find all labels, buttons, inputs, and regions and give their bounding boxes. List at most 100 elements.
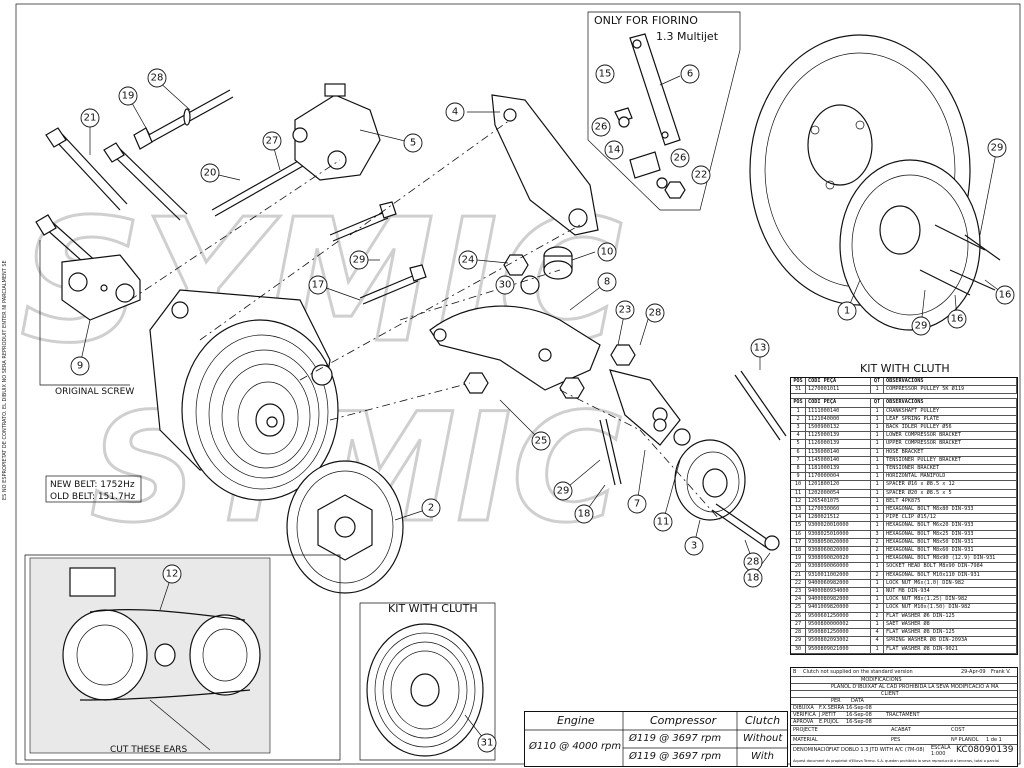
svg-text:26: 26 <box>595 122 608 133</box>
parts-cell-obs: SAET WASHER Ø8 <box>883 620 1017 630</box>
parts-cell-qt: 2 <box>870 538 884 548</box>
callout-24: 24 <box>458 250 478 270</box>
cut-ears-label: CUT THESE EARS <box>110 745 188 755</box>
parts-cell-obs: NUT M8 DIN-934 <box>883 587 1017 597</box>
parts-cell-obs: SPACER Ø16 x Ø8.5 x 12 <box>883 480 1017 490</box>
parts-cell-code: 9300020010000 <box>805 521 871 531</box>
engine-header: Engine <box>557 714 595 727</box>
kit-with-cluth-detail: KIT WITH CLUTH <box>359 602 496 761</box>
callout-26a: 26 <box>591 117 611 137</box>
pulley-ratio-table: Engine Compressor Clutch Ø110 @ 4000 rpm… <box>524 711 788 767</box>
callout-balloons: 28 19 21 27 5 20 4 6 15 26 14 26 22 29 2… <box>70 64 1015 753</box>
parts-cell-qt: 1 <box>870 439 884 449</box>
parts-cell-obs: HORIZONTAL MANIFOLD <box>883 472 1017 482</box>
parts-cell-obs: CRANKSHAFT PULLEY <box>883 407 1017 416</box>
callout-4: 4 <box>445 102 465 122</box>
svg-text:28: 28 <box>151 73 164 84</box>
callout-29a: 29 <box>987 138 1007 158</box>
svg-text:16: 16 <box>951 314 964 325</box>
svg-text:28: 28 <box>747 557 760 568</box>
callout-28c: 28 <box>743 552 763 572</box>
parts-cell-obs: HEXAGONAL BOLT M8x60 DIN-931 <box>883 546 1017 556</box>
parts-cell-obs: SPRING WASHER Ø8 DIN-2093A <box>883 636 1017 646</box>
svg-text:29: 29 <box>991 143 1004 154</box>
parts-cell-code: 9400080982000 <box>805 595 871 605</box>
parts-cell-qt: 1 <box>870 423 884 433</box>
modification-row: B Clutch not supplied on the standard ve… <box>791 668 1017 677</box>
callout-29c: 29 <box>349 250 369 270</box>
parts-cell-qt: 1 <box>870 554 884 564</box>
callout-3: 3 <box>684 536 704 556</box>
parts-cell-obs: HEXAGONAL BOLT M8x80 DIN-933 <box>883 505 1017 515</box>
parts-cell-pos: 6 <box>791 448 806 457</box>
svg-text:5: 5 <box>410 138 416 149</box>
parts-cell-pos: 15 <box>791 521 806 531</box>
clutch-value-1: Without <box>743 733 783 744</box>
parts-cell-code: 1265401075 <box>805 497 871 507</box>
parts-cell-obs: HEXAGONAL BOLT M10x110 DIN-931 <box>883 571 1017 580</box>
callout-27: 27 <box>262 131 282 151</box>
parts-cell-pos: 19 <box>791 554 806 564</box>
svg-text:14: 14 <box>608 145 621 156</box>
parts-cell-pos: 4 <box>791 431 806 441</box>
parts-cell-qt: 1 <box>870 472 884 482</box>
parts-cell-code: 1136000140 <box>805 448 871 457</box>
parts-cell-pos: 25 <box>791 603 806 613</box>
parts-cell-code: 1121040000 <box>805 415 871 425</box>
callout-17: 17 <box>308 275 328 295</box>
parts-cell-qt: 2 <box>870 612 884 621</box>
parts-cell-obs: HEXAGONAL BOLT M8x90 (12.9) DIN-931 <box>883 554 1017 564</box>
parts-cell-pos: 8 <box>791 464 806 474</box>
parts-cell-obs: LOCK NUT M8x(1.25) DIN-982 <box>883 595 1017 605</box>
svg-text:28: 28 <box>649 308 662 319</box>
clutch-value-2: With <box>751 751 774 762</box>
svg-text:25: 25 <box>535 436 548 447</box>
parts-cell-code: 1500900132 <box>805 423 871 433</box>
new-belt-label: NEW BELT: 1752Hz <box>50 480 135 490</box>
svg-text:10: 10 <box>601 247 614 258</box>
callout-15: 15 <box>595 64 615 84</box>
callout-13: 13 <box>750 338 770 358</box>
callout-18a: 18 <box>574 504 594 524</box>
bolt-17-29 <box>329 201 427 305</box>
svg-text:24: 24 <box>462 255 475 266</box>
original-screw-label: ORIGINAL SCREW <box>55 387 134 397</box>
parts-cell-pos: 23 <box>791 587 806 597</box>
parts-cell-code: 9500801250000 <box>805 628 871 638</box>
parts-cell-qt: 1 <box>870 431 884 441</box>
assembly-center-lines <box>129 119 721 521</box>
parts-cell-obs: FLAT WASHER Ø8 DIN-9021 <box>883 645 1017 654</box>
parts-cell-pos: 14 <box>791 513 806 523</box>
parts-cell-qt: 3 <box>870 530 884 539</box>
engine-value: Ø110 @ 4000 rpm <box>529 741 622 752</box>
bolt-13 <box>734 370 787 441</box>
svg-text:13: 13 <box>754 343 767 354</box>
parts-cell-obs: HEXAGONAL BOLT M8x50 DIN-931 <box>883 538 1017 548</box>
callout-28a: 28 <box>147 68 167 88</box>
pulley-table-grid <box>525 712 787 766</box>
nuts <box>463 254 691 446</box>
parts-cell-qt: 1 <box>870 562 884 572</box>
parts-cell-code: 9400080934000 <box>805 587 871 597</box>
parts-cell-pos: 2 <box>791 415 806 425</box>
compressor-value-2: Ø119 @ 3697 rpm <box>629 751 722 762</box>
callout-19: 19 <box>118 86 138 106</box>
parts-cell-obs: PIPE CLIP Ø15/12 <box>883 513 1017 523</box>
parts-cell-obs: LOCK NUT M10x(1.50) DIN-982 <box>883 603 1017 613</box>
parts-cell-pos: 1 <box>791 407 806 416</box>
multijet-label: 1.3 Multijet <box>656 30 719 43</box>
parts-cell-code: 1202000054 <box>805 489 871 498</box>
parts-cell-code: 9310011002000 <box>805 571 871 580</box>
compressor-value-1: Ø119 @ 3697 rpm <box>629 733 722 744</box>
crankshaft-pulley <box>749 34 1001 331</box>
parts-cell-qt: 1 <box>870 464 884 474</box>
parts-cell-pos: 21 <box>791 571 806 580</box>
